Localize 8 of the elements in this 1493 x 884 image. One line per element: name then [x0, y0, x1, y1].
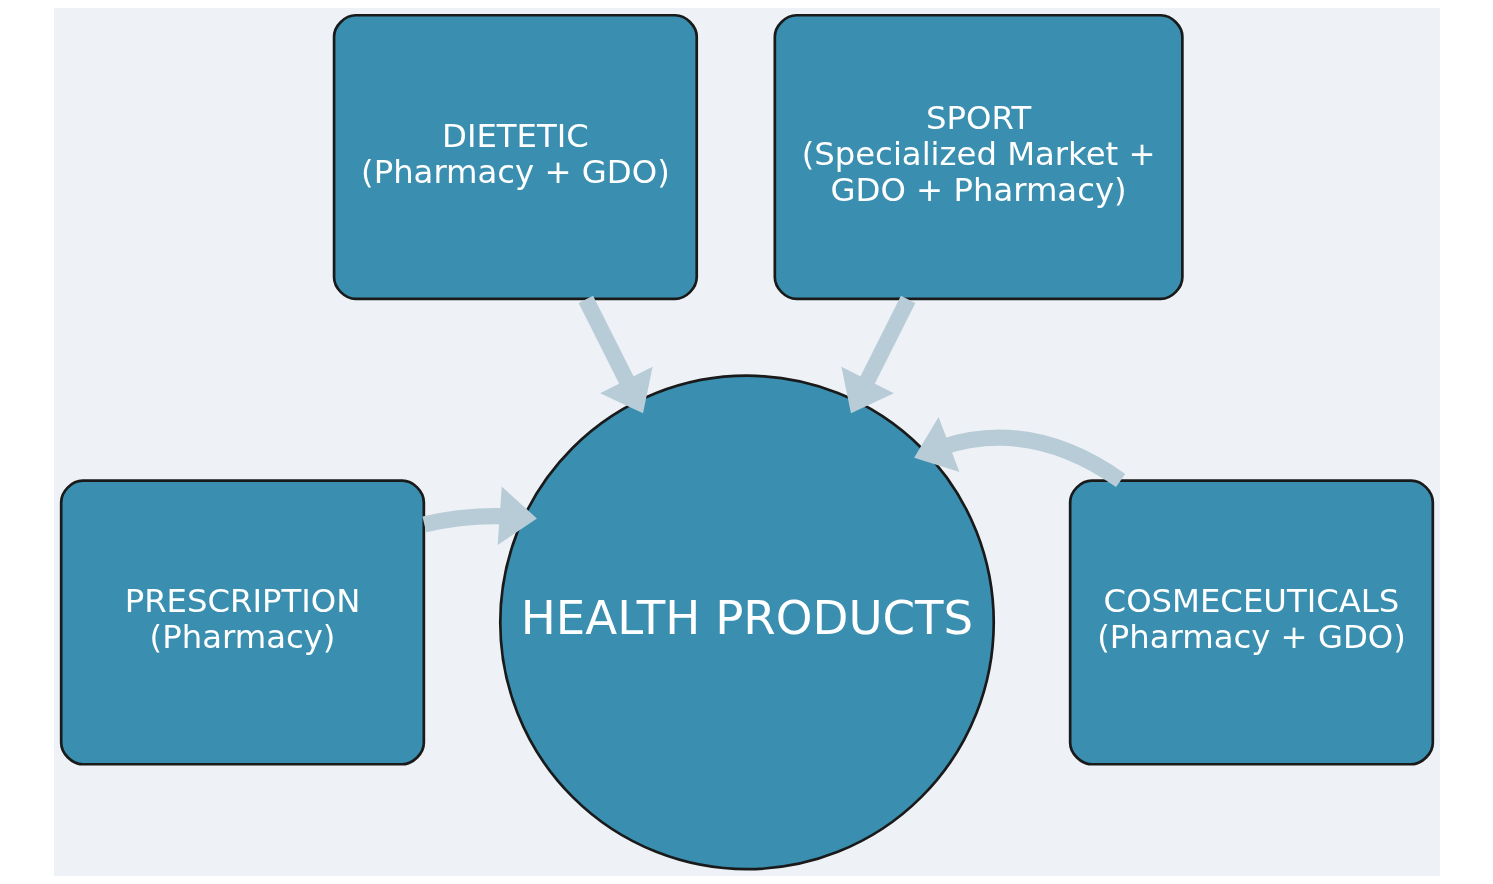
node-box: SPORT (Specialized Market + GDO + Pharmacy)	[773, 13, 1184, 301]
node-box: COSMECEUTICALS (Pharmacy + GDO)	[1068, 479, 1434, 766]
arrow	[913, 417, 1125, 488]
node-box: DIETETIC (Pharmacy + GDO)	[332, 13, 698, 301]
node-box: PRESCRIPTION (Pharmacy)	[59, 479, 425, 766]
arrow	[422, 486, 537, 546]
arrow	[840, 295, 915, 414]
arrow	[578, 295, 653, 414]
